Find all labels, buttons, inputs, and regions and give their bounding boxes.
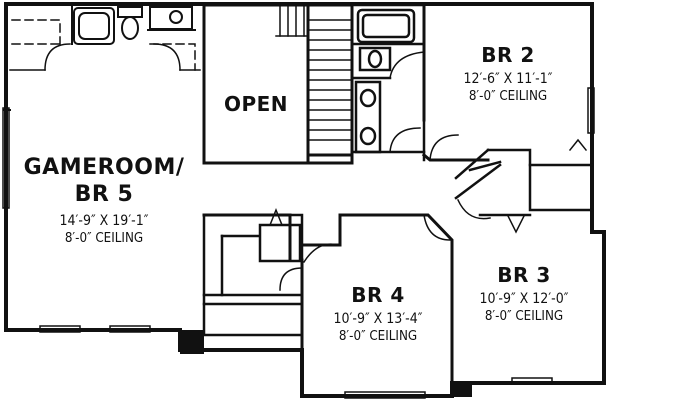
hall-bath [350, 3, 426, 162]
gameroom-bath [71, 4, 196, 45]
br3-door [457, 199, 491, 220]
gameroom-label: GAMEROOM/ BR 5 14′-9″ X 19′-1″ 8′-0″ CEI… [6, 154, 202, 248]
br3-ceiling: 8′-0″ CEILING [484, 309, 564, 324]
br2-label: BR 2 12′-6″ X 11′-1″ 8′-0″ CEILING [428, 42, 588, 106]
br3-window [511, 377, 553, 385]
br4-label: BR 4 10′-9″ X 13′-4″ 8′-0″ CEILING [306, 282, 450, 346]
gameroom-closet-dashes [11, 19, 196, 71]
gameroom-ceiling: 8′-0″ CEILING [64, 231, 144, 246]
br4-door [302, 243, 339, 264]
br2-window [587, 87, 595, 134]
bath-door-swing [389, 51, 425, 79]
br3-closet [454, 138, 594, 217]
top-stair-spindles [275, 4, 309, 37]
window-south-gameroom [39, 325, 151, 333]
br2-name: BR 2 [481, 43, 535, 67]
br4-window [344, 391, 426, 399]
corner-post-2 [452, 383, 472, 397]
br4-name: BR 4 [351, 283, 405, 307]
br3-label: BR 3 10′-9″ X 12′-0″ 8′-0″ CEILING [456, 262, 592, 326]
closet-door-swing [279, 267, 303, 291]
br2-dimensions: 12′-6″ X 11′-1″ [463, 71, 553, 87]
br4-ceiling: 8′-0″ CEILING [338, 329, 418, 344]
br3-dimensions: 10′-9″ X 12′-0″ [479, 291, 569, 307]
gameroom-south-wall [202, 213, 292, 262]
stair-treads [307, 19, 353, 141]
open-label: OPEN [206, 92, 306, 116]
window-west [2, 107, 10, 209]
gameroom-name-line1: GAMEROOM/ [23, 155, 185, 180]
bath-door-swing-2 [389, 127, 421, 153]
gameroom-door-swings [9, 43, 201, 71]
open-area-walls [202, 3, 310, 165]
br2-door [429, 134, 459, 161]
gameroom-dimensions: 14′-9″ X 19′-1″ [59, 213, 149, 229]
hall-wall [202, 153, 354, 165]
br4-door-2 [423, 214, 451, 241]
br3-closet-door [506, 214, 526, 234]
br2-ceiling: 8′-0″ CEILING [468, 89, 548, 104]
open-name: OPEN [223, 92, 289, 116]
br4-dimensions: 10′-9″ X 13′-4″ [333, 311, 423, 327]
corner-post [180, 330, 204, 354]
gameroom-name-line2: BR 5 [74, 182, 134, 207]
br3-name: BR 3 [497, 263, 551, 287]
br4-walls [300, 213, 454, 398]
